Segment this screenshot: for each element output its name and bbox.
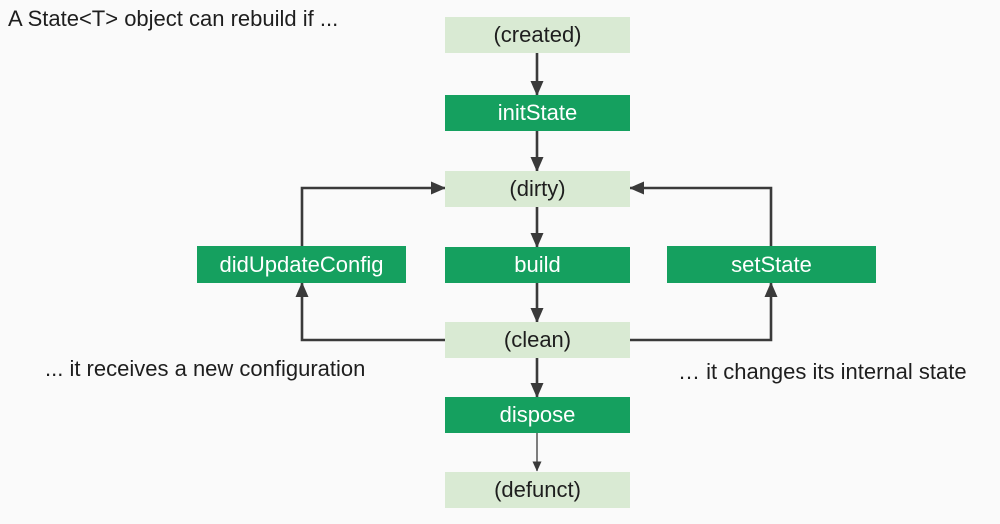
node-build: build: [445, 247, 630, 283]
caption-receives-configuration: ... it receives a new configuration: [45, 356, 366, 381]
node-setstate: setState: [667, 246, 876, 283]
diagram-title: A State<T> object can rebuild if ...: [8, 6, 339, 31]
node-initstate: initState: [445, 95, 630, 131]
node-didupdateconfig: didUpdateConfig: [197, 246, 406, 283]
arrow-setstate-to-dirty: [629, 181, 773, 246]
arrow-clean-to-setstate: [630, 282, 778, 342]
node-dispose: dispose: [445, 397, 630, 433]
node-dirty: (dirty): [445, 171, 630, 207]
node-clean: (clean): [445, 322, 630, 358]
caption-changes-internal-state: … it changes its internal state: [678, 359, 967, 384]
arrow-clean-to-didupdateconfig: [295, 282, 445, 342]
node-defunct: (defunct): [445, 472, 630, 508]
node-created: (created): [445, 17, 630, 53]
arrow-didupdateconfig-to-dirty: [300, 181, 446, 246]
